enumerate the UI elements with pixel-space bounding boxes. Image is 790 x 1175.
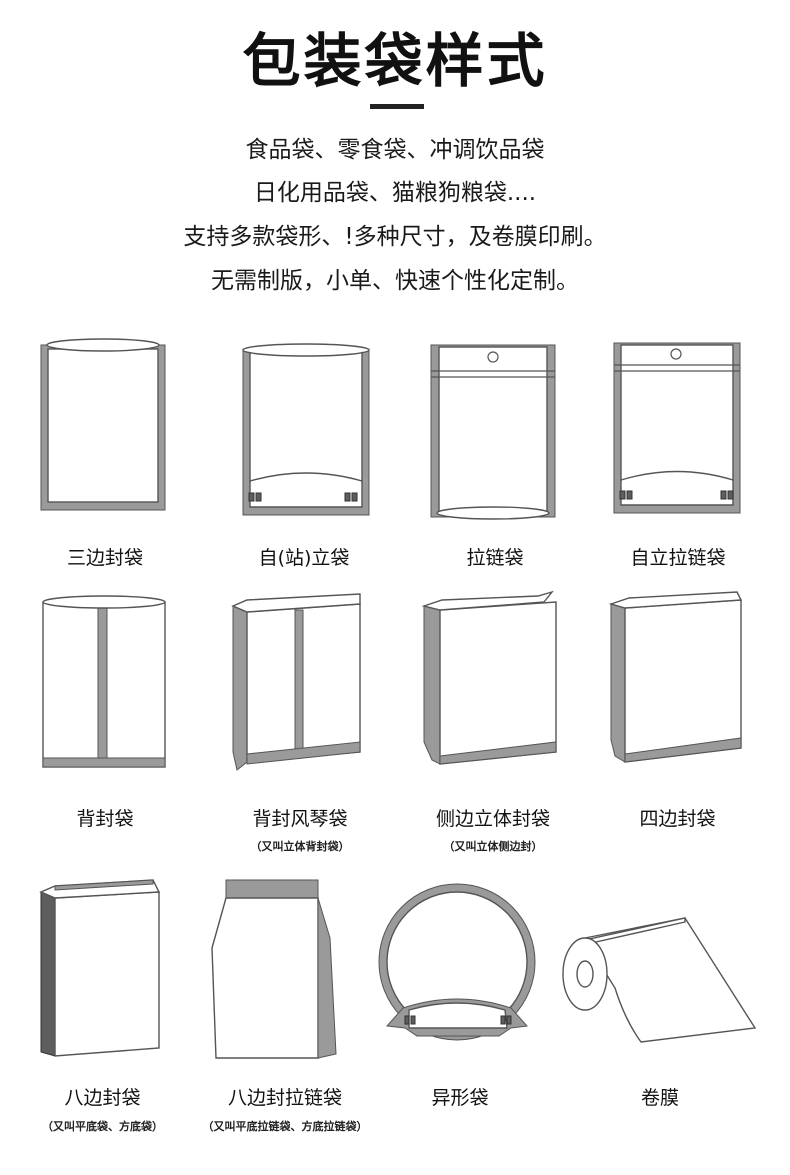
zipper-bag-icon <box>430 344 556 520</box>
back-seal-bag-icon <box>42 595 166 768</box>
bag-card-flat-bottom: 八边封袋 （又叫平底袋、方底袋） <box>25 878 180 1158</box>
bag-label: 三边封袋 <box>66 547 143 569</box>
stand-up-bag-icon <box>242 343 370 516</box>
title-underline <box>370 104 424 109</box>
bag-label: 自(站)立袋 <box>258 547 350 569</box>
bag-label: 卷膜 <box>640 1087 679 1109</box>
bag-card-back-seal-gusset: 背封风琴袋 （又叫立体背封袋） <box>225 592 375 853</box>
bag-label: 背封袋 <box>76 808 134 830</box>
bag-label: 自立拉链袋 <box>630 547 726 569</box>
shaped-bag-icon <box>378 883 536 1041</box>
stand-up-zipper-bag-icon <box>613 342 741 514</box>
intro-line: 无需制版，小单、快速个性化定制。 <box>211 268 579 294</box>
bag-card-three-side-seal: 三边封袋 <box>35 335 175 575</box>
bag-card-stand-up-zipper: 自立拉链袋 <box>608 335 748 575</box>
bag-note: （又叫立体侧边封） <box>443 840 543 853</box>
bag-card-back-seal: 背封袋 <box>35 592 175 832</box>
roll-film-icon <box>562 917 757 1043</box>
page-title: 包装袋样式 <box>242 27 548 95</box>
bag-label: 侧边立体封袋 <box>435 808 550 830</box>
bag-card-side-gusset: 侧边立体封袋 （又叫立体侧边封） <box>418 590 568 853</box>
bag-label: 拉链袋 <box>466 547 524 569</box>
bag-card-zipper: 拉链袋 <box>425 335 565 575</box>
bag-card-shaped: 异形袋 <box>375 878 545 1118</box>
bag-label: 异形袋 <box>431 1087 489 1109</box>
bag-note: （又叫平底袋、方底袋） <box>42 1120 163 1133</box>
bag-card-flat-bottom-zipper: 八边封拉链袋 （又叫平底拉链袋、方底拉链袋） <box>190 878 380 1158</box>
back-seal-gusset-bag-icon <box>231 593 361 771</box>
intro-line: 日化用品袋、猫粮狗粮袋.... <box>253 180 537 206</box>
intro-line: 食品袋、零食袋、冲调饮品袋 <box>245 137 545 163</box>
bag-note: （又叫平底拉链袋、方底拉链袋） <box>202 1120 368 1133</box>
bag-label: 背封风琴袋 <box>252 808 348 830</box>
side-gusset-bag-icon <box>421 590 557 765</box>
four-side-seal-bag-icon <box>608 591 743 763</box>
bag-card-stand-up: 自(站)立袋 <box>235 335 385 575</box>
flat-bottom-zipper-bag-icon <box>211 879 337 1059</box>
intro-line: 支持多款袋形、!多种尺寸，及卷膜印刷。 <box>183 224 607 250</box>
bag-card-four-side-seal: 四边封袋 <box>605 591 750 832</box>
bag-note: （又叫立体背封袋） <box>250 840 350 853</box>
bag-card-roll-film: 卷膜 <box>555 878 765 1118</box>
three-side-seal-bag-icon <box>40 338 166 511</box>
flat-bottom-bag-icon <box>39 879 161 1057</box>
bag-label: 四边封袋 <box>639 808 716 830</box>
bag-label: 八边封袋 <box>64 1087 141 1109</box>
bag-label: 八边封拉链袋 <box>227 1087 342 1109</box>
